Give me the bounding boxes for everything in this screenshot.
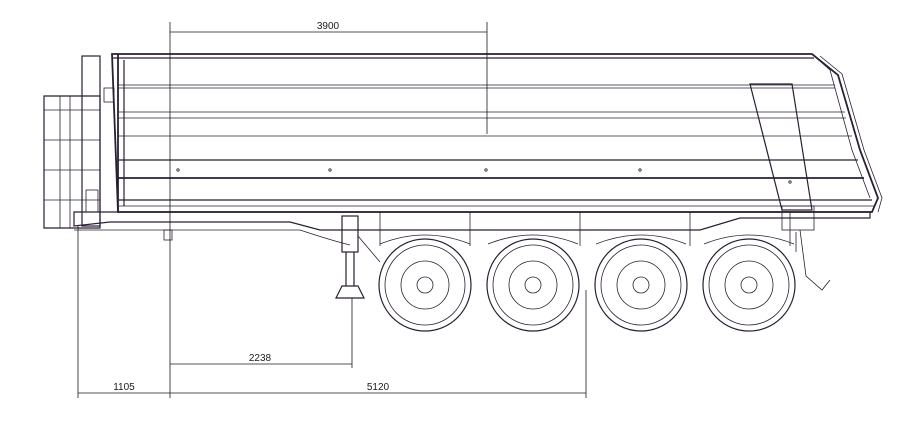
suspension: [379, 212, 795, 246]
front-ladder-platform: [43, 55, 115, 229]
wheel-3: [594, 238, 688, 332]
wheel-4: [702, 238, 796, 332]
chassis-frame: [73, 211, 871, 246]
landing-gear: [335, 215, 381, 299]
rear-bumper: [781, 205, 831, 291]
dimension-body-length: 3900: [169, 21, 488, 230]
dumper-body: [111, 53, 883, 213]
wheel-2: [486, 238, 580, 332]
dimension-landing-gear: 2238: [169, 230, 353, 398]
dimension-label-body-length: 3900: [317, 21, 340, 32]
dimension-front-overhang: 1105: [77, 226, 170, 398]
dimension-label-front-overhang: 1105: [113, 382, 135, 393]
wheel-1: [378, 238, 472, 332]
dimension-wheelbase: 5120: [170, 290, 587, 398]
dimension-label-landing-gear: 2238: [249, 353, 272, 364]
dimension-label-wheelbase: 5120: [367, 382, 390, 393]
